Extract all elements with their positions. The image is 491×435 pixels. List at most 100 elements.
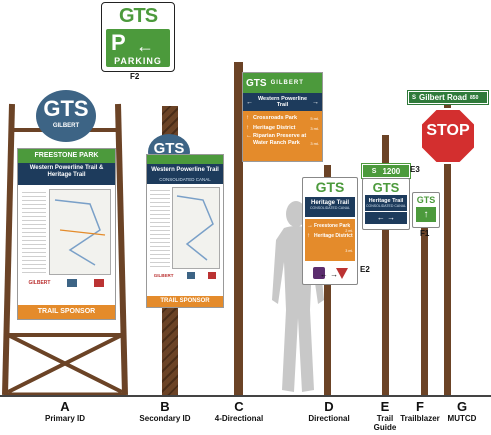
secondary-trail: Western Powerline Trail [147, 164, 223, 176]
directional-trail: Heritage Trail [310, 200, 349, 206]
primary-board: FREESTONE PARK Western Powerline Trail &… [17, 148, 116, 320]
primary-location: FREESTONE PARK [18, 149, 115, 163]
parking-word: PARKING [114, 56, 162, 66]
destination-distance: 3 mi. [345, 249, 353, 253]
label-g: G MUTCD [440, 399, 484, 423]
partner-logo-icon [67, 279, 78, 287]
destination-row: ← Riparian Preserve at Water Ranch Park … [246, 133, 319, 153]
directional-panel-id: E2 [360, 265, 370, 274]
sign-letter: E [380, 399, 390, 414]
destination-distance: 5 mi. [310, 115, 319, 121]
arrow-right-icon: → [312, 98, 319, 106]
destination-name: Freestone Park [314, 223, 351, 229]
directional-sign: GTS Heritage Trail CONSOLIDATED CANAL → … [302, 177, 358, 285]
four-dir-system: GILBERT [270, 80, 304, 86]
mutcd-street-num: 850 [470, 94, 479, 101]
arrow-up-icon: ↑ [423, 209, 429, 220]
arrow-left-icon: ← [136, 36, 154, 56]
gilbert-mark: GILBERT [153, 273, 174, 278]
stop-sign [420, 108, 476, 164]
label-f: F Trailblazer [398, 399, 442, 423]
sign-letter: C [234, 399, 244, 414]
trailblazer-sign: GTS ↑ [412, 192, 440, 228]
yield-icon [335, 267, 348, 279]
directional-arrows: ← → [319, 270, 339, 279]
trail-guide-panel-id: E3 [410, 165, 420, 174]
trail-guide-sign: GTS Heritage Trail CONSOLIDATED CANAL ← … [362, 178, 410, 230]
sign-letter: A [60, 399, 70, 414]
trail-guide-post [382, 135, 389, 396]
primary-sponsor: TRAIL SPONSOR [18, 305, 115, 319]
sign-letter: D [324, 399, 334, 414]
sign-letter: G [456, 399, 468, 414]
destination-row: ↑ Heritage District 3 mi. [246, 123, 319, 133]
label-b: B Secondary ID [132, 399, 198, 423]
partner-logo-icon [208, 272, 217, 279]
directional-logo: GTS [315, 179, 345, 195]
street-num: 1200 [382, 166, 401, 176]
gilbert-mark: GILBERT [28, 280, 51, 286]
primary-map-area [18, 185, 115, 279]
parking-logo: GTS [118, 5, 158, 27]
destination-row: ↑ Crossroads Park 5 mi. [246, 113, 319, 123]
trailblazer-logo: GTS [416, 195, 436, 205]
street-dir: S [371, 167, 377, 175]
directional-trail-panel: Heritage Trail CONSOLIDATED CANAL [305, 197, 355, 217]
trail-guide-logo: GTS [372, 180, 400, 195]
secondary-sponsor: TRAIL SPONSOR [147, 296, 223, 307]
four-dir-logo: GTS [246, 77, 267, 89]
primary-trail: Western Powerline Trail & Heritage Trail [18, 163, 115, 185]
primary-logo-name: GILBERT [52, 123, 80, 129]
sign-type: Trailblazer [400, 414, 440, 423]
arrow-up-icon: ↑ [307, 233, 310, 239]
trail-guide-subtitle: CONSOLIDATED CANAL [366, 204, 406, 208]
arrow-up-icon: ↑ [246, 115, 249, 121]
parking-panel: P ← PARKING [106, 29, 170, 67]
label-e: E Trail Guide [366, 399, 404, 432]
ground-line [0, 395, 491, 397]
destination-name: Heritage District [253, 125, 296, 131]
parking-p: P [111, 30, 126, 55]
four-dir-post [234, 62, 243, 396]
directional-subtitle: CONSOLIDATED CANAL [310, 206, 350, 210]
label-c: C 4-Directional [206, 399, 272, 423]
mutcd-street-sign: S Gilbert Road 850 [407, 90, 489, 105]
primary-logo-badge: GTS GILBERT [36, 90, 96, 142]
sign-type: Directional [308, 414, 350, 423]
secondary-board: Western Powerline Trail CONSOLIDATED CAN… [146, 154, 224, 308]
destination-row: → Freestone Park [305, 219, 355, 233]
mutcd-street-name: Gilbert Road [419, 93, 468, 102]
trailblazer-post [421, 205, 428, 396]
trail-user-icon [312, 267, 325, 279]
arrow-left-icon: ← [246, 133, 252, 139]
trail-guide-arrows: ← → [365, 212, 407, 224]
arrow-right-icon: → [307, 223, 313, 229]
sign-type: Secondary ID [139, 414, 191, 423]
sign-letter: F [416, 399, 424, 414]
mutcd-street-dir: S [412, 94, 417, 101]
trail-guide-trail-panel: Heritage Trail CONSOLIDATED CANAL [365, 195, 407, 211]
secondary-partners: GILBERT [147, 272, 223, 279]
directional-destinations: → Freestone Park 2 mi. ↑ Heritage Distri… [305, 219, 355, 261]
secondary-map [172, 187, 220, 269]
sign-type: 4-Directional [214, 414, 264, 423]
secondary-subtitle: CONSOLIDATED CANAL [147, 176, 223, 184]
destination-row: ↑ Heritage District [305, 233, 355, 249]
parking-sign: GTS P ← PARKING [101, 2, 175, 72]
partner-logo-icon [186, 272, 195, 279]
destination-distance: 3 mi. [310, 141, 319, 146]
label-d: D Directional [298, 399, 360, 423]
four-dir-destinations: ↑ Crossroads Park 5 mi. ↑ Heritage Distr… [243, 111, 322, 161]
trailblazer-arrow-panel: ↑ [416, 207, 436, 222]
destination-name: Crossroads Park [253, 115, 298, 121]
primary-frame [2, 103, 128, 396]
trailblazer-panel-id: F1 [420, 229, 430, 238]
primary-logo: GTS [43, 96, 89, 121]
secondary-map-area [147, 184, 223, 272]
arrow-up-icon: ↑ [246, 125, 249, 131]
destination-distance: 3 mi. [310, 125, 319, 131]
four-dir-header: GTS GILBERT [243, 73, 322, 93]
primary-partners: GILBERT [18, 279, 115, 287]
sign-type: MUTCD [447, 414, 477, 423]
destination-name: Riparian Preserve at Water Ranch Park [253, 133, 307, 146]
